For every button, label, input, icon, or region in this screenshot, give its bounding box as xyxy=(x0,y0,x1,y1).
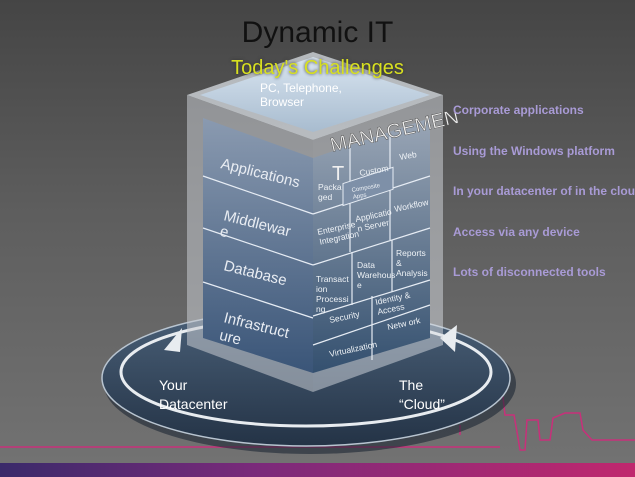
cell-web: Web xyxy=(399,149,418,162)
arrow-left-icon xyxy=(164,328,182,352)
slide-title: Dynamic IT xyxy=(241,16,394,49)
list-item: Corporate applications xyxy=(453,103,584,117)
top-face-label: PC, Telephone, Browser xyxy=(260,81,345,109)
list-item: Access via any device xyxy=(453,224,580,239)
cell-composite-apps: CompositeApps xyxy=(351,183,382,201)
list-item: Lots of disconnected tools xyxy=(453,265,606,279)
ring-label-cloud: The“Cloud” xyxy=(399,377,445,412)
challenge-list: Corporate applications Using the Windows… xyxy=(453,103,635,306)
service-cube xyxy=(187,52,443,392)
cell-reports-analysis: Reports&Analysis xyxy=(396,248,428,278)
arrow-right-icon xyxy=(440,325,457,352)
management-label-t: T xyxy=(332,163,344,185)
bottom-gradient-band xyxy=(0,463,635,477)
list-item: In your datacenter of in the cloud xyxy=(453,184,635,198)
list-item: Using the Windows platform xyxy=(453,143,615,158)
slide-subtitle-wrap: Today's Challenges xyxy=(0,57,635,80)
slide-subtitle: Today's Challenges xyxy=(231,57,404,79)
